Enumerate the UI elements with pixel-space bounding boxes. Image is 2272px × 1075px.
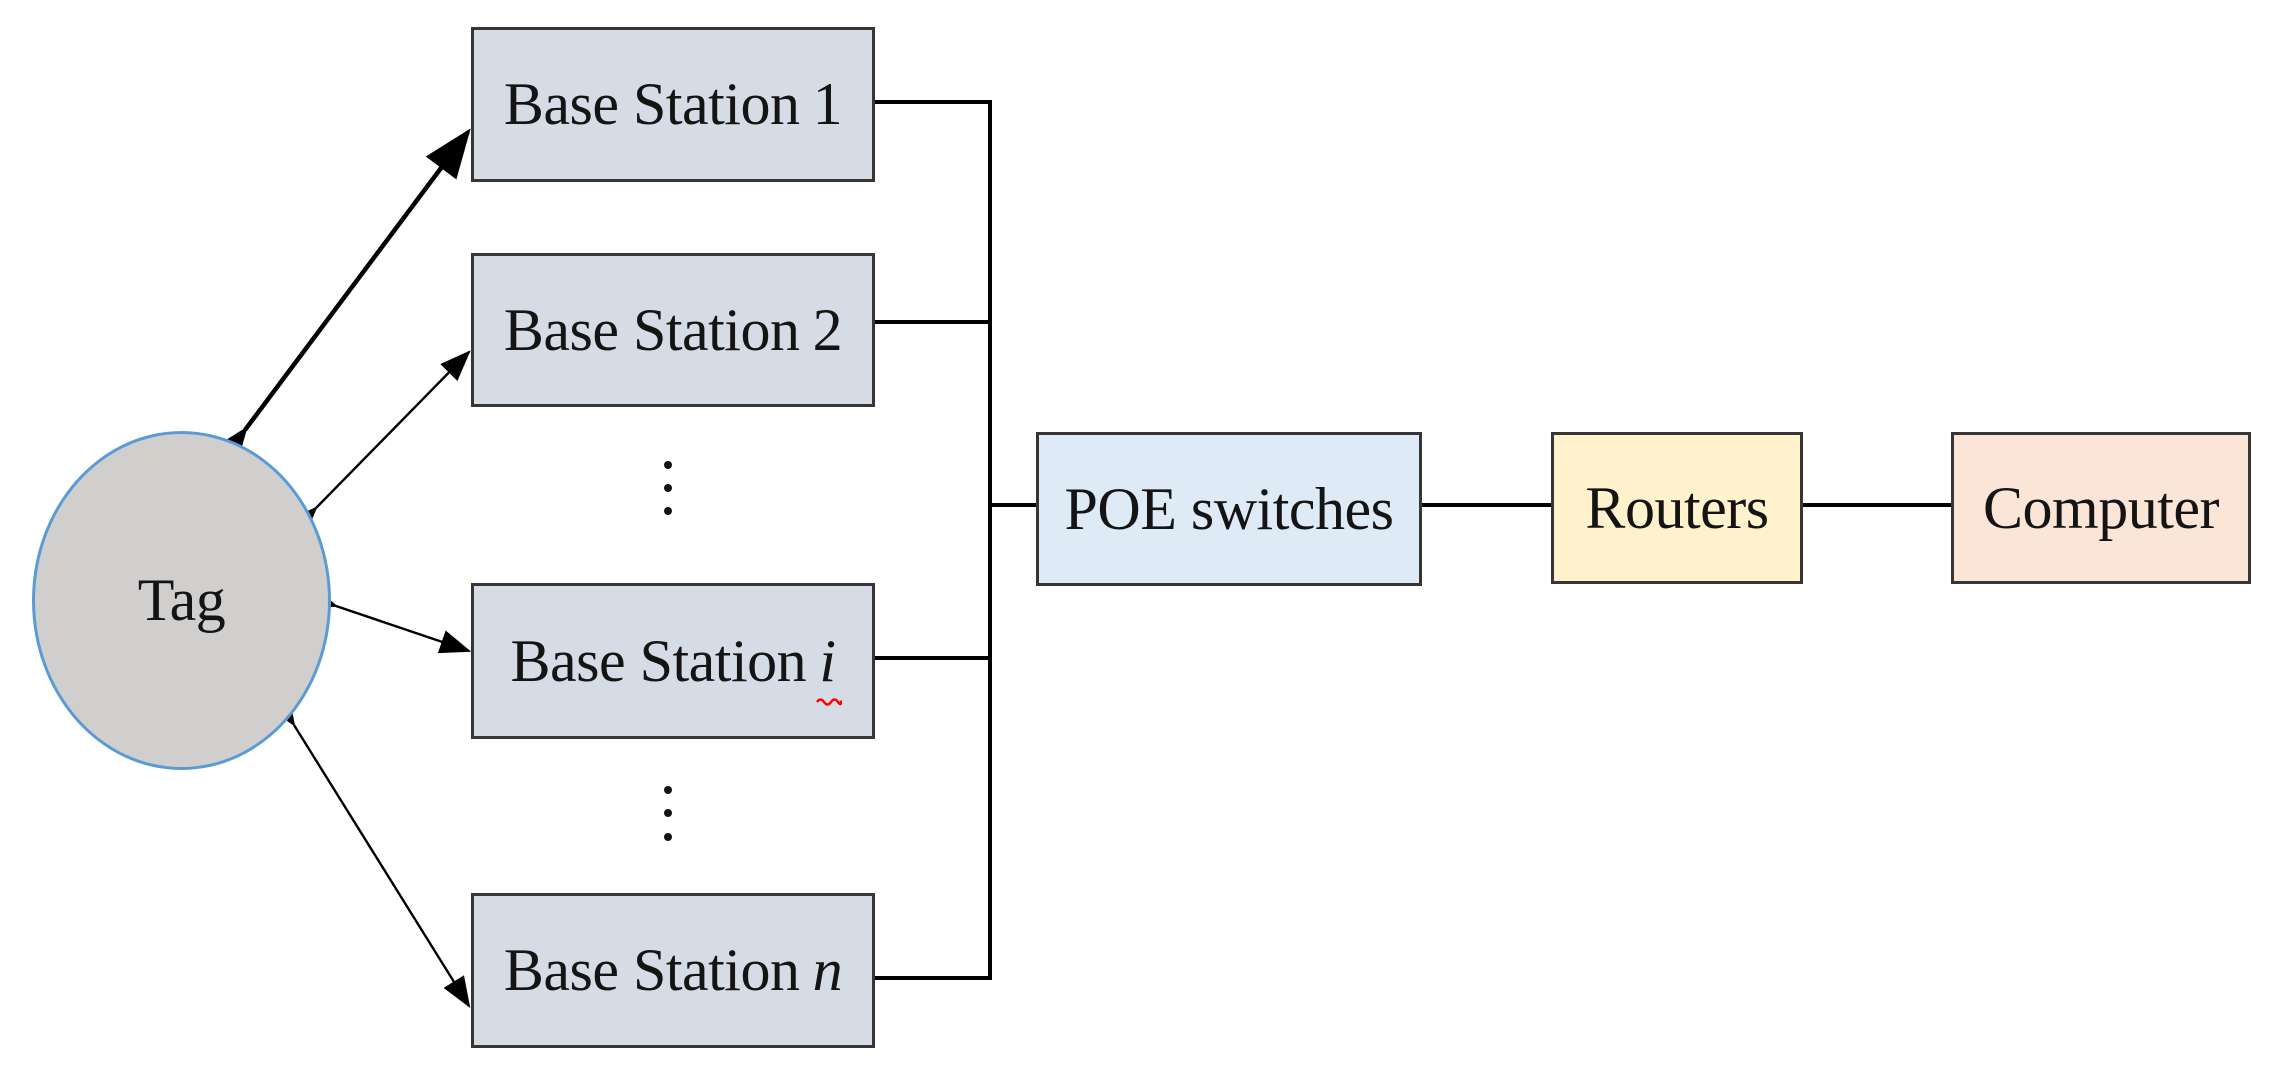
base-station-label: Base Station [503, 71, 800, 137]
spellcheck-squiggle-icon [816, 697, 843, 706]
arrow-tag-bs2 [287, 350, 471, 537]
base-station-label: Base Station [510, 627, 807, 694]
arrow-tag-bsi [304, 585, 472, 654]
base-station-index: 2 [812, 296, 843, 363]
tag-node: Tag [32, 431, 331, 770]
poe-switches-box: POE switches [1036, 432, 1422, 586]
arrow-tag-bs1 [202, 128, 471, 478]
routers-box: Routers [1551, 432, 1803, 584]
base-station-i-box: Base Station i [471, 583, 875, 739]
base-station-label: Base Station [503, 296, 800, 363]
routers-label: Routers [1585, 474, 1769, 541]
vertical-ellipsis-icon [664, 461, 672, 515]
computer-box: Computer [1951, 432, 2251, 584]
base-station-index: n [812, 937, 843, 1003]
base-station-2-box: Base Station 2 [471, 253, 875, 407]
base-station-index: 1 [812, 71, 843, 137]
base-station-index: i [816, 627, 843, 706]
vertical-ellipsis-icon [664, 786, 672, 841]
tag-label: Tag [137, 567, 226, 633]
base-station-n-box: Base Station n [471, 893, 875, 1048]
arrow-tag-bsn [268, 694, 471, 1009]
computer-label: Computer [1983, 474, 2219, 541]
base-station-label: Base Station [503, 937, 800, 1003]
base-station-1-box: Base Station 1 [471, 27, 875, 182]
poe-switches-label: POE switches [1064, 475, 1394, 542]
